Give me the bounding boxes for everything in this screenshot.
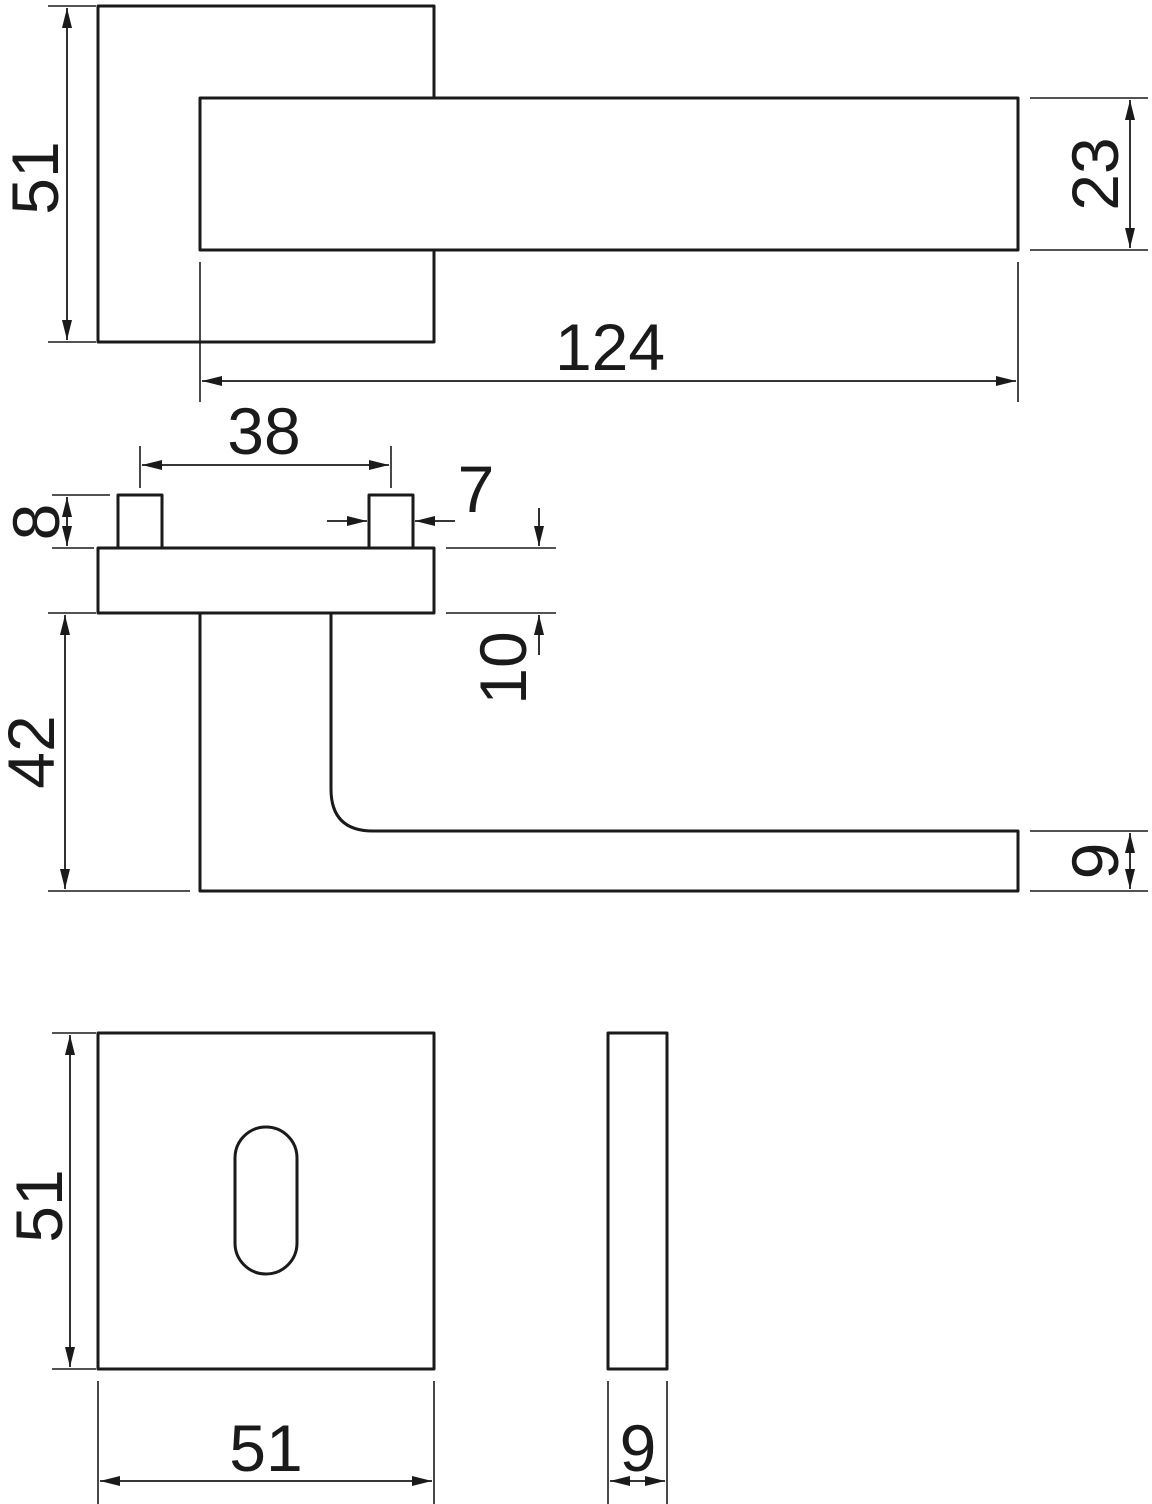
left-pin xyxy=(116,493,164,550)
escutcheon-side xyxy=(606,1031,669,1371)
label-pin-width: 7 xyxy=(458,452,495,526)
label-escutcheon-height: 51 xyxy=(2,1169,76,1242)
side-lever xyxy=(198,613,1020,893)
side-rose xyxy=(96,546,436,615)
label-lever-height: 23 xyxy=(1058,137,1132,210)
top-rose xyxy=(96,4,436,344)
label-spindle-spacing: 38 xyxy=(227,394,300,468)
label-top-rose-height: 51 xyxy=(0,141,72,214)
keyhole-slot xyxy=(233,1125,299,1276)
top-view: 51 23 124 xyxy=(0,4,1148,402)
top-lever xyxy=(198,96,1020,252)
escutcheon-views: 51 51 9 xyxy=(2,1031,669,1504)
right-pin xyxy=(367,493,415,550)
label-lever-thickness: 9 xyxy=(1058,843,1132,880)
label-lever-length: 124 xyxy=(555,310,665,384)
label-pin-height: 8 xyxy=(0,504,73,541)
label-escutcheon-thickness: 9 xyxy=(620,1411,657,1485)
label-lever-offset: 42 xyxy=(0,715,68,788)
side-view: 38 8 7 10 42 9 xyxy=(0,394,1148,893)
escutcheon-front xyxy=(96,1031,436,1371)
label-rose-thickness: 10 xyxy=(466,631,540,704)
label-escutcheon-width: 51 xyxy=(229,1411,302,1485)
